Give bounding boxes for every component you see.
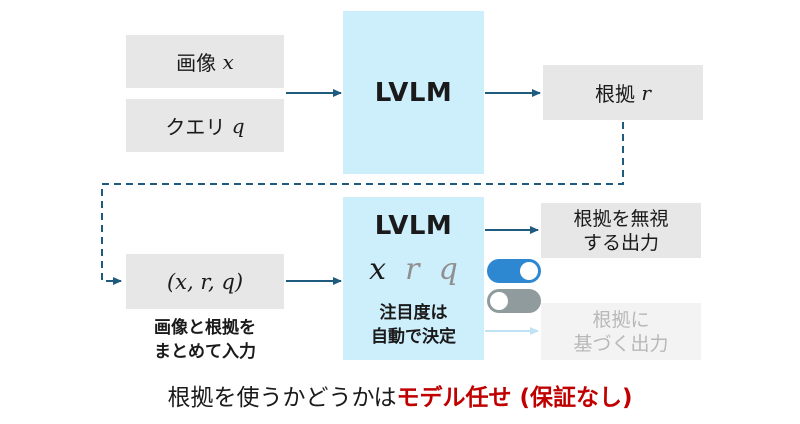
image-var: x [222,49,234,74]
combined-tuple: (x, r, q) [166,269,244,294]
image-label: 画像 [176,51,217,75]
evidence-label: 根拠 [595,82,636,106]
bottom-statement-emphasis: モデル任せ (保証なし) [396,385,633,411]
bottom-statement: 根拠を使うかどうかはモデル任せ (保証なし) [0,378,800,412]
var-x: x [369,252,387,287]
attention-caption: 注目度は 自動で決定 [343,301,484,349]
attention-caption-line2: 自動で決定 [371,327,456,347]
var-r: r [405,252,420,287]
evidence-var: r [641,80,651,105]
lvlm-bottom-box: LVLM x r q 注目度は 自動で決定 [343,197,484,360]
toggle-off-knob [490,292,508,310]
attention-caption-line1: 注目度は [379,303,448,323]
dashed-feedback-arrow [101,122,624,285]
combined-caption: 画像と根拠を まとめて入力 [120,316,290,364]
combined-caption-line2: まとめて入力 [154,342,256,362]
lvlm-bottom-title: LVLM [374,211,453,241]
bottom-statement-normal: 根拠を使うかどうかは [167,385,397,411]
ignore-output-line2: する出力 [582,231,659,254]
toggle-on-knob [520,262,538,280]
combined-caption-line1: 画像と根拠を [154,318,256,338]
query-label: クエリ [165,115,226,139]
ignore-evidence-output-box: 根拠を無視 する出力 [541,203,701,258]
toggle-on[interactable] [487,259,541,283]
evidence-box: 根拠 r [543,65,703,120]
toggle-off[interactable] [487,289,541,313]
lvlm-top-box: LVLM [343,11,484,174]
based-output-line1: 根拠に [592,308,650,331]
query-var: q [231,113,245,138]
based-output-line2: 基づく出力 [573,332,669,355]
query-input-box: クエリ q [126,99,284,152]
combined-input-box: (x, r, q) [126,254,284,309]
image-input-box: 画像 x [126,35,284,88]
lvlm-bottom-vars: x r q [343,252,484,287]
lvlm-top-title: LVLM [374,77,453,108]
evidence-based-output-box: 根拠に 基づく出力 [541,303,701,360]
var-q: q [438,252,458,287]
ignore-output-line1: 根拠を無視 [573,207,669,230]
